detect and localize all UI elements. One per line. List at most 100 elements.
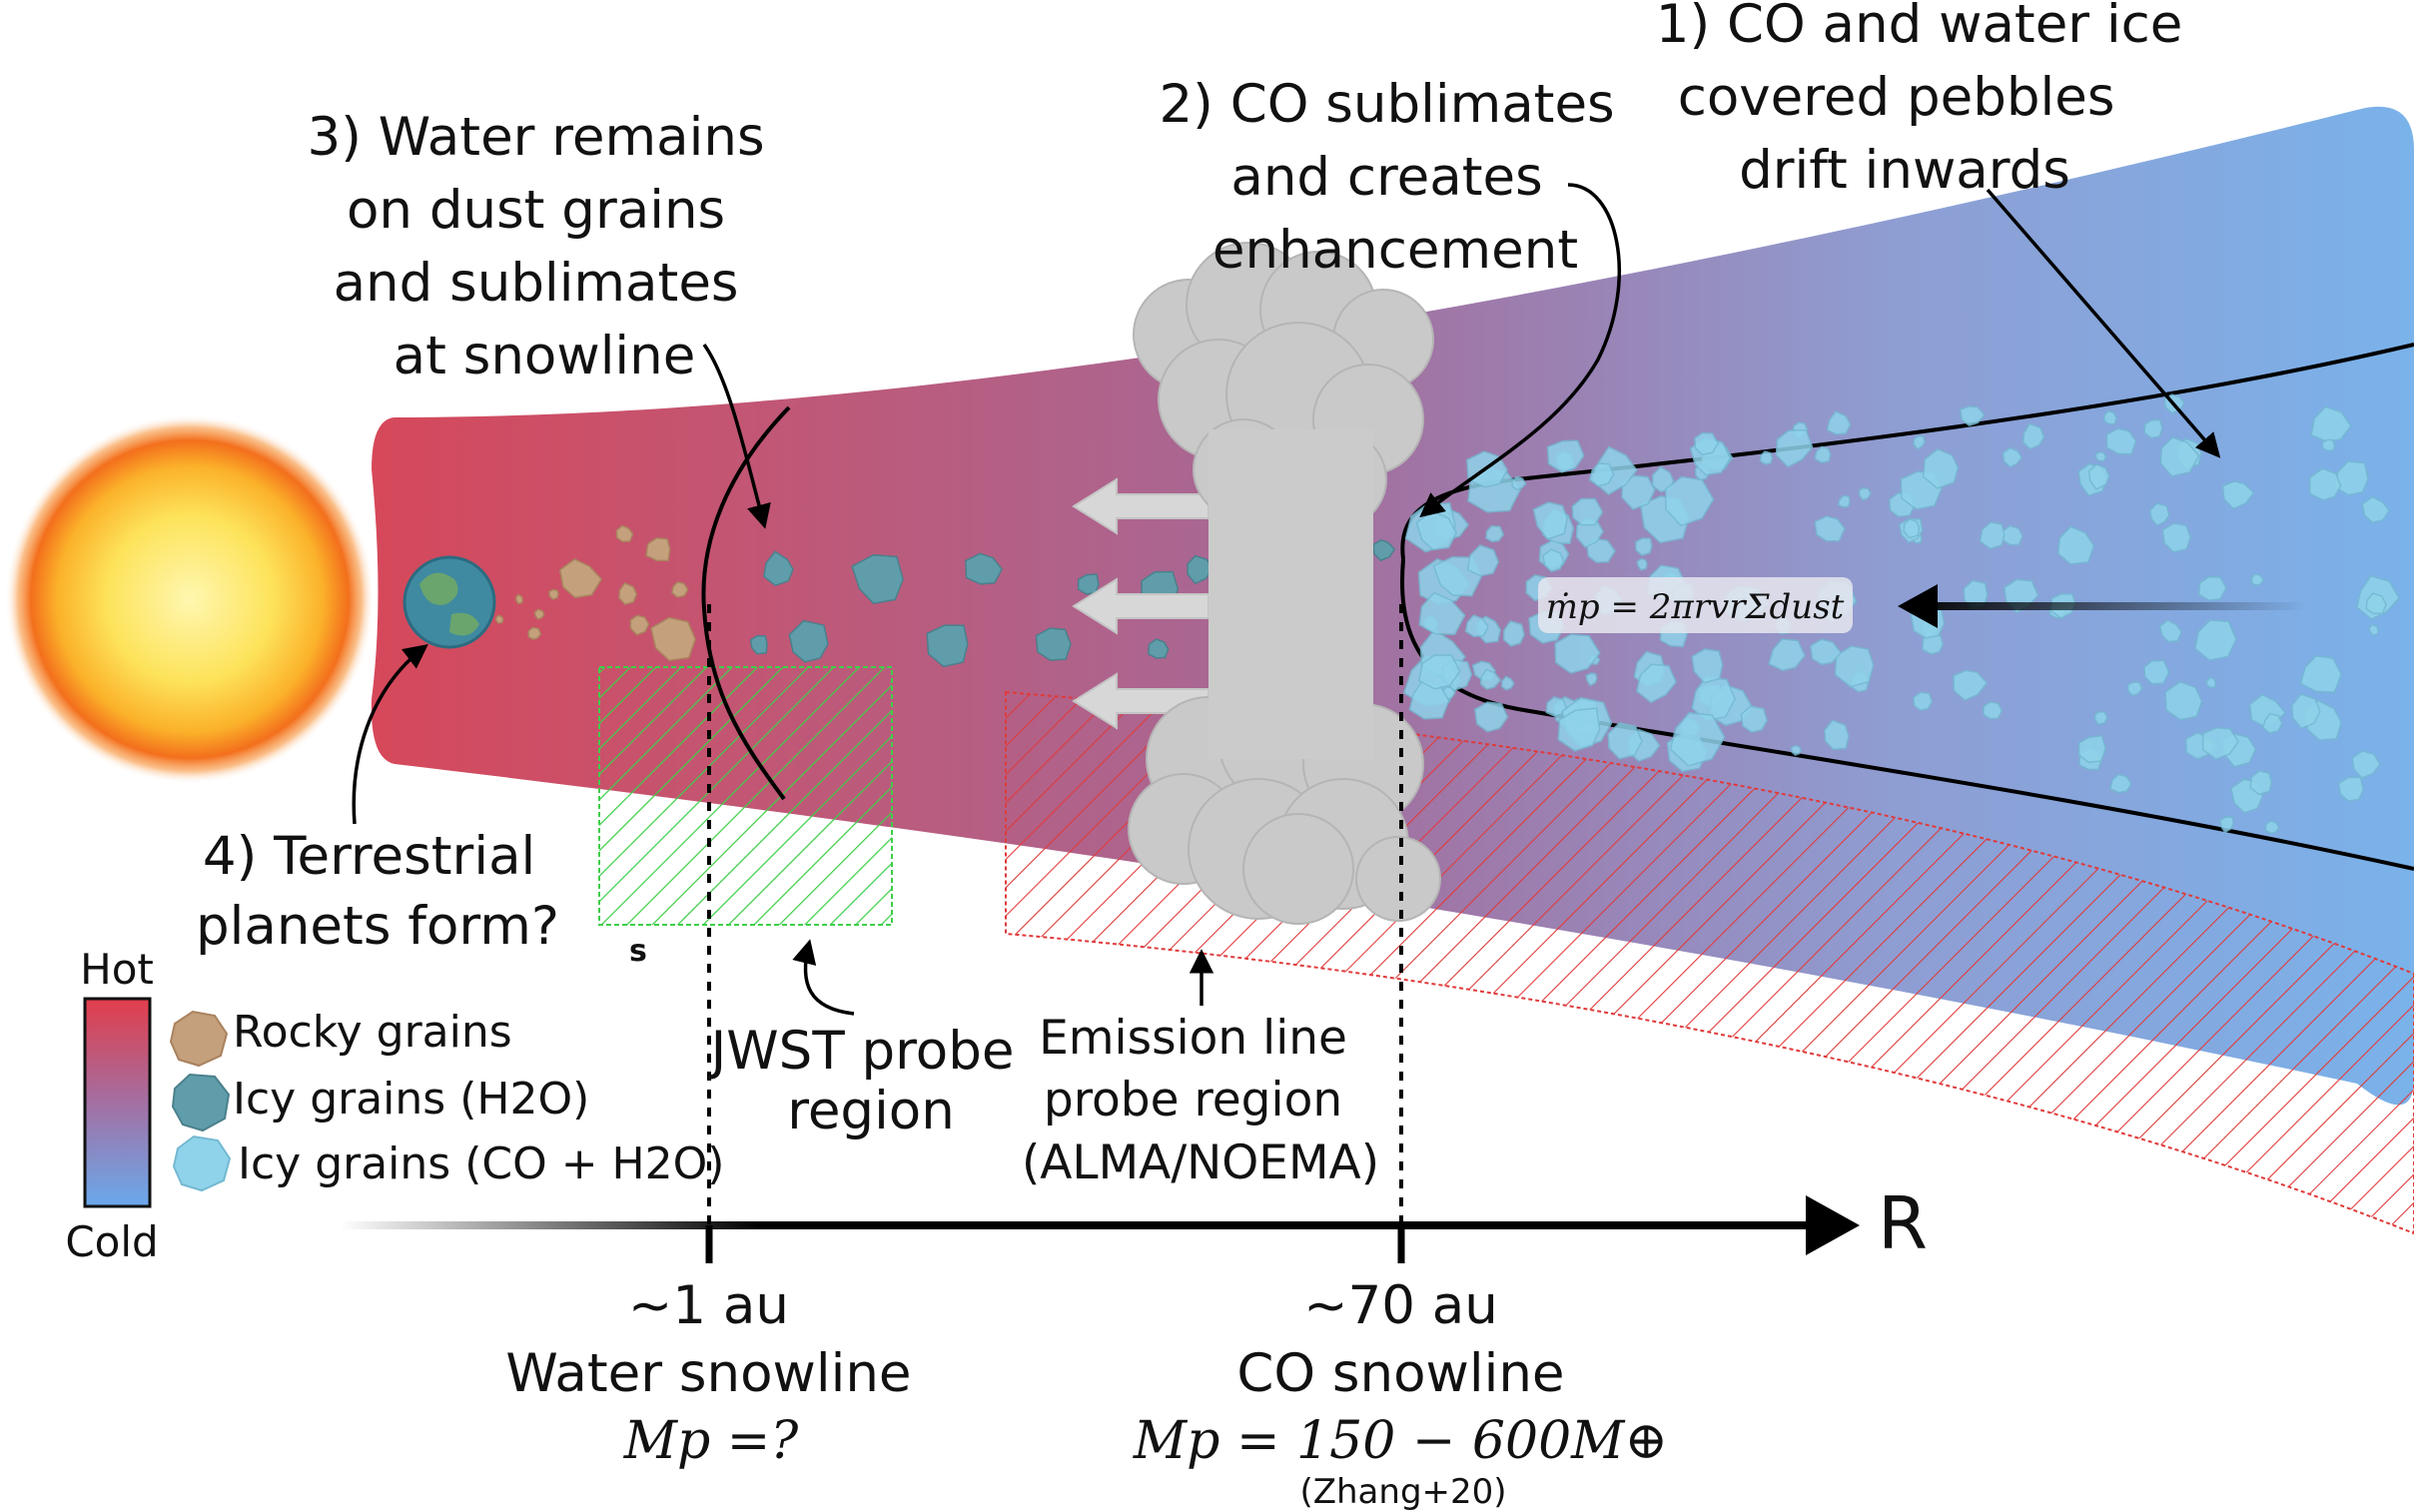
rocky-grain: [548, 588, 559, 600]
icy-co-grain: [1959, 405, 1986, 426]
icy-h2o-grain: [926, 624, 969, 668]
icy-h2o-grain: [749, 634, 768, 655]
water-snowline-labels: ~1 au Water snowline Mp =?: [505, 1275, 916, 1471]
icy-co-grain: [1571, 497, 1604, 526]
icy-co-grain: [2299, 655, 2343, 693]
grain-field: [495, 393, 2401, 835]
icy-co-grain: [1823, 719, 1850, 751]
icy-co-grain: [1775, 428, 1814, 468]
icy-co-grain: [1585, 672, 1598, 687]
rocky-grain: [670, 581, 689, 598]
icy-co-grain: [1636, 557, 1648, 571]
water-snowline-curve: [701, 405, 791, 801]
icy-co-grain: [1500, 675, 1515, 691]
icy-co-grain: [2261, 712, 2283, 735]
icy-co-grain: [1586, 537, 1616, 563]
mass-flux-box: [1538, 577, 1853, 633]
icy-h2o-grain: [1372, 538, 1396, 562]
legend-label-rocky: Rocky grains: [233, 1007, 512, 1058]
icy-co-grain: [1473, 701, 1509, 733]
icy-h2o-grain: [1077, 573, 1100, 595]
legend-scale-cold: Cold: [65, 1217, 158, 1266]
icy-co-grain: [1814, 445, 1832, 464]
icy-co-grain: [2249, 770, 2273, 796]
rocky-grain: [514, 593, 524, 605]
icy-h2o-grain-icon: [171, 1073, 231, 1133]
icy-co-grain: [2310, 405, 2352, 442]
stray-mark: s: [629, 934, 647, 969]
icy-h2o-grain: [851, 553, 904, 605]
icy-co-grain: [2158, 619, 2182, 643]
icy-co-grain: [2126, 681, 2143, 697]
radial-axis-arrowhead: [1806, 1195, 1860, 1255]
icy-co-grain: [2308, 467, 2342, 501]
icy-co-grain: [1634, 537, 1653, 556]
icy-co-grain: [1635, 663, 1678, 704]
rocky-grain-icon: [169, 1010, 229, 1068]
co-snowline-labels: ~70 au CO snowline Mp = 150 − 600M⊕ (Zha…: [1133, 1275, 1673, 1512]
legend-scale-hot: Hot: [80, 945, 154, 994]
rocky-grain: [558, 558, 603, 599]
icy-co-grain: [2056, 525, 2095, 565]
icy-co-grain: [1485, 524, 1505, 543]
co-sublimation-cloud: [1128, 242, 1441, 925]
icy-co-grain: [1621, 474, 1656, 510]
temperature-scale-bar: [83, 997, 152, 1208]
icy-co-grain: [2264, 820, 2280, 835]
arrow-step1: [1986, 188, 2221, 458]
icy-co-grain: [2290, 693, 2321, 730]
label-step2: 2) CO sublimates and creates enhancement: [1159, 74, 1631, 281]
icy-co-grain: [1418, 591, 1466, 636]
icy-co-grain: [1922, 447, 1960, 489]
icy-co-grain: [2205, 676, 2217, 688]
icy-co-grain: [1740, 705, 1769, 734]
icy-co-grain: [2164, 680, 2203, 721]
icy-co-grain: [1557, 707, 1601, 752]
icy-co-grain: [2368, 623, 2380, 637]
icy-co-grain: [2105, 427, 2137, 455]
mass-flux-arrow-head: [1898, 584, 1938, 628]
icy-co-grain: [1532, 501, 1568, 540]
legend: Hot Cold Rocky grains Icy grains (H2O) I…: [65, 945, 724, 1266]
icy-co-grain: [2221, 480, 2255, 510]
rocky-grain: [629, 614, 650, 636]
icy-co-grain: [2361, 495, 2391, 523]
icy-co-grain: [2193, 619, 2237, 661]
icy-h2o-grain: [1035, 627, 1072, 661]
icy-co-grain: [1664, 475, 1715, 527]
icy-co-grain: [2159, 436, 2200, 477]
rocky-grain: [615, 524, 634, 543]
icy-co-grain: [2337, 776, 2365, 802]
icy-co-grain: [1759, 450, 1774, 465]
icy-co-grain: [1464, 614, 1489, 638]
icy-h2o-grain: [965, 552, 1003, 585]
icy-co-grain: [1979, 521, 2006, 550]
label-jwst-probe: JWST probe region: [708, 1021, 1032, 1141]
icy-co-grain: [1691, 648, 1724, 684]
label-step1: 1) CO and water ice covered pebbles drif…: [1656, 0, 2200, 201]
icy-co-grain: [1913, 691, 1934, 712]
icy-co-grain: [2103, 409, 2117, 425]
icy-co-grain: [1541, 548, 1565, 573]
icy-co-grain: [2321, 438, 2336, 451]
icy-co-grain: [2077, 734, 2106, 764]
icy-co-grain: [2351, 750, 2381, 779]
icy-co-grain: [2002, 446, 2023, 468]
arrow-step2: [1419, 183, 1622, 518]
icy-co-grain: [1511, 475, 1527, 491]
icy-co-grain: [2219, 816, 2235, 834]
mass-flux-formula: ṁp = 2πrvrΣdust: [1546, 587, 1845, 627]
icy-co-grain: [2109, 773, 2132, 794]
icy-co-grain: [1837, 494, 1851, 508]
star: [5, 414, 375, 784]
rocky-grain: [527, 626, 542, 641]
terrestrial-planet: [402, 555, 496, 649]
icy-co-grain: [1913, 435, 1926, 450]
rocky-grain: [650, 616, 697, 662]
label-emission-probe: Emission line probe region (ALMA/NOEMA): [1022, 1011, 1379, 1190]
icy-co-grain: [1607, 722, 1643, 760]
label-step4: 4) Terrestrial planets form?: [196, 826, 559, 957]
icy-co-grain: [2148, 502, 2170, 527]
icy-co-grain: [1953, 669, 1989, 702]
